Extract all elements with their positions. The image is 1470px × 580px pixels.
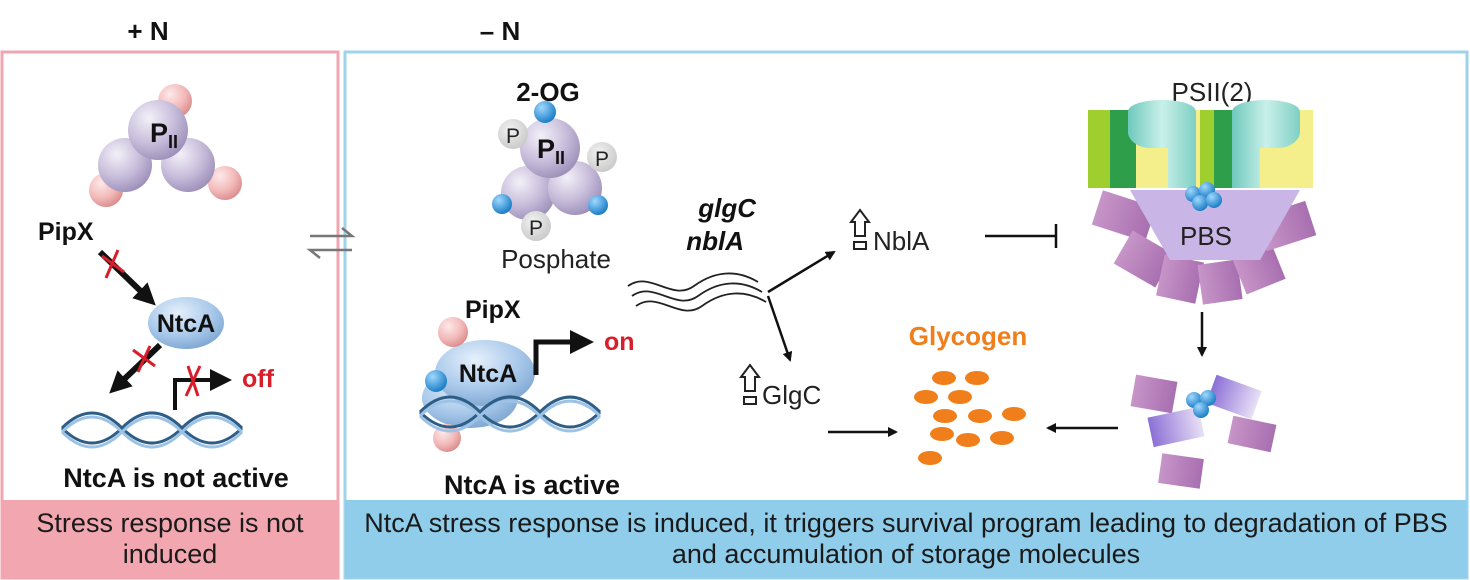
ntca-active-label: NtcA is active bbox=[444, 470, 620, 500]
ntca-to-dna-arrow bbox=[109, 342, 163, 394]
pipx-label-left: PipX bbox=[38, 218, 94, 246]
right-caption-background bbox=[345, 500, 1467, 578]
dna-helix-left bbox=[60, 411, 244, 449]
gene-label-glgc: glgC bbox=[697, 193, 757, 223]
phosphate-markers: P P P bbox=[498, 119, 617, 241]
pii-label-left: PII bbox=[150, 118, 178, 152]
glycogen-granules bbox=[914, 371, 1026, 465]
off-label: off bbox=[242, 365, 275, 393]
svg-text:P: P bbox=[529, 217, 543, 240]
svg-text:P: P bbox=[506, 125, 520, 148]
pbs-rods bbox=[1091, 190, 1317, 305]
pipx-label-right: PipX bbox=[465, 296, 521, 324]
left-header: + N bbox=[127, 16, 168, 46]
gene-label-nbla: nblA bbox=[686, 226, 744, 256]
ntca-dimer-complex bbox=[422, 317, 535, 452]
ntca-label-right: NtcA bbox=[459, 360, 517, 388]
pii-trimer-inactive bbox=[89, 84, 242, 207]
left-caption-background bbox=[2, 500, 338, 578]
pbs-core-dots bbox=[1185, 182, 1222, 211]
right-header: – N bbox=[480, 16, 520, 46]
on-label: on bbox=[604, 328, 635, 356]
pii-trimer-active bbox=[501, 118, 602, 220]
glycogen-label: Glycogen bbox=[909, 321, 1027, 351]
ntca-not-active-label: NtcA is not active bbox=[63, 463, 289, 493]
og-binding-dots bbox=[492, 101, 608, 215]
left-caption: Stress response is not induced bbox=[36, 508, 304, 569]
blocked-cross-transcription bbox=[184, 365, 202, 397]
phosphate-label: Posphate bbox=[501, 244, 611, 274]
promoter-on-arrow bbox=[533, 330, 594, 375]
degraded-pbs-fragments bbox=[1130, 374, 1277, 489]
ntca-protein-left bbox=[148, 297, 224, 349]
nbla-inhibits-pbs bbox=[985, 224, 1058, 248]
right-caption: NtcA stress response is induced, it trig… bbox=[364, 508, 1448, 569]
promoter-off-arrow bbox=[173, 369, 232, 410]
psii-dimer bbox=[1088, 100, 1313, 188]
pbs-label: PBS bbox=[1180, 221, 1232, 251]
psii-label: PSII(2) bbox=[1172, 77, 1253, 107]
mrna-transcripts bbox=[627, 272, 767, 312]
blocked-cross-pipx bbox=[101, 249, 125, 279]
pii-label-right: PII bbox=[537, 134, 565, 168]
glgc-label: GlgC bbox=[762, 380, 821, 410]
ntca-label-left: NtcA bbox=[157, 310, 215, 338]
arrow-to-nbla bbox=[767, 250, 836, 294]
upregulation-icon-nbla bbox=[849, 208, 871, 250]
nbla-label: NblA bbox=[873, 226, 930, 256]
equilibrium-arrows bbox=[306, 227, 356, 259]
blocked-cross-binding bbox=[132, 345, 156, 373]
upregulation-icon-glgc bbox=[739, 363, 761, 405]
arrow-to-glgc bbox=[766, 295, 793, 362]
svg-text:P: P bbox=[595, 148, 609, 171]
